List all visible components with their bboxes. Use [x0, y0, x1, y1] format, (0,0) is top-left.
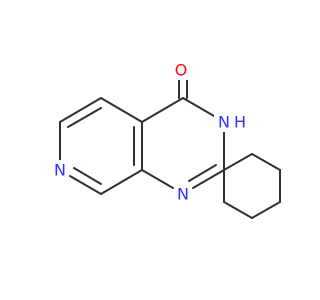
bond-gh: [182, 97, 215, 117]
bond-ab: [100, 97, 143, 123]
nh-label-bg: [214, 112, 248, 132]
bond-af: [59, 97, 102, 123]
n7-label-bg: [51, 160, 69, 180]
bond-ij-dbl: [188, 164, 217, 182]
oxygen-label: O: [175, 61, 188, 80]
n1-label-bg: [174, 184, 192, 204]
bond-cd: [100, 169, 143, 195]
bond-k4-k5: [223, 201, 253, 219]
bond-jc: [141, 169, 174, 189]
pyridine-nitrogen-label: N: [54, 161, 66, 180]
structure-bond-set: [59, 79, 281, 219]
structure-canvas: O N H N N: [51, 60, 281, 219]
bond-af-dbl: [67, 107, 102, 128]
structure: O N H N N: [51, 60, 281, 219]
o-label-bg: [172, 60, 190, 80]
bond-de-dbl: [73, 167, 102, 185]
amide-hydrogen-label: H: [234, 113, 246, 132]
atom-labels: O N H N N: [51, 60, 248, 204]
amide-nitrogen-label: N: [218, 113, 230, 132]
bond-ij: [192, 169, 225, 189]
bond-k1-k2: [251, 153, 281, 171]
bond-de: [69, 175, 102, 195]
bond-k3-k4: [251, 201, 281, 219]
bond-bg: [141, 97, 184, 123]
bond-i-k1: [223, 153, 253, 171]
pyrimidine-nitrogen-label: N: [177, 185, 189, 204]
